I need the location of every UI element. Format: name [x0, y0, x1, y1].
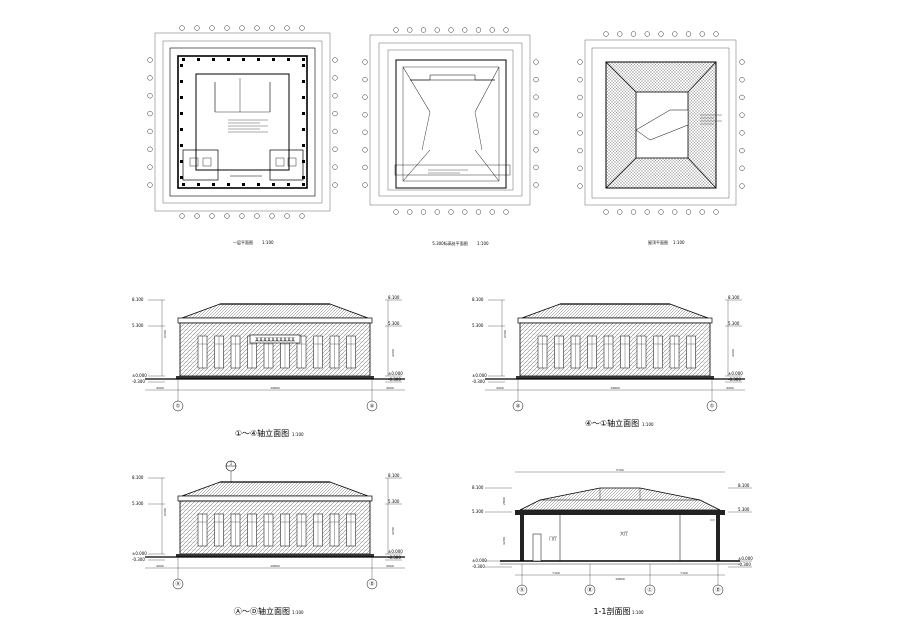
svg-text:Ⓐ: Ⓐ [519, 587, 524, 594]
svg-text:4000: 4000 [156, 564, 164, 568]
svg-text:±0.000: ±0.000 [388, 371, 403, 376]
svg-text:8.100: 8.100 [728, 295, 740, 300]
svg-text:2800: 2800 [502, 497, 506, 505]
plan-2-title: 5.300标高处平面图 [432, 240, 467, 246]
svg-text:19800: 19800 [270, 564, 280, 568]
svg-text:-0.300: -0.300 [472, 564, 485, 569]
svg-text:①: ① [176, 404, 181, 410]
plan-level-5300 [362, 27, 539, 215]
svg-text:4000: 4000 [156, 386, 164, 390]
svg-text:6300: 6300 [503, 330, 507, 338]
svg-text:-0.300: -0.300 [388, 555, 401, 560]
svg-text:5.300: 5.300 [728, 321, 740, 326]
svg-text:±0.000: ±0.000 [472, 373, 487, 378]
section-1-1 [500, 487, 740, 565]
svg-text:-0.300: -0.300 [132, 557, 145, 562]
elevation-1-scale: 1:100 [292, 432, 304, 437]
svg-text:4000: 4000 [386, 386, 394, 390]
plan-roof [577, 31, 745, 215]
svg-text:7100: 7100 [552, 571, 560, 575]
svg-text:-0.300: -0.300 [472, 379, 485, 384]
svg-text:7100: 7100 [680, 571, 688, 575]
svg-text:8.100: 8.100 [388, 295, 400, 300]
section-1-1-scale: 1:100 [632, 610, 644, 615]
svg-text:8.100: 8.100 [472, 297, 484, 302]
plan-3-title: 屋顶平面图 [648, 239, 668, 245]
section-1-1-title: 1-1剖面图 [593, 606, 630, 616]
svg-text:-0.300: -0.300 [132, 379, 145, 384]
svg-text:5.300: 5.300 [388, 499, 400, 504]
section-side-room-label: 门厅 [549, 535, 557, 541]
svg-text:5.300: 5.300 [472, 509, 484, 514]
svg-text:Ⓓ: Ⓓ [369, 581, 374, 588]
elevation-2-scale: 1:100 [642, 422, 654, 427]
svg-text:4200: 4200 [502, 537, 506, 545]
svg-text:19800: 19800 [615, 577, 625, 581]
plan-1-title: 一层平面图 [233, 239, 253, 245]
svg-text:④: ④ [370, 404, 375, 410]
svg-text:Ⓒ: Ⓒ [647, 587, 652, 594]
svg-text:8.100: 8.100 [132, 475, 144, 480]
svg-text:5.300: 5.300 [132, 323, 144, 328]
svg-text:-0.300: -0.300 [738, 562, 751, 567]
svg-text:±0.000: ±0.000 [728, 371, 743, 376]
svg-text:8.100: 8.100 [388, 473, 400, 478]
elevation-1-title: ①～④轴立面图 [235, 428, 289, 438]
svg-text:Ⓐ: Ⓐ [175, 581, 180, 588]
svg-text:④: ④ [516, 404, 521, 410]
svg-text:4000: 4000 [386, 564, 394, 568]
plan-ground-floor [147, 25, 338, 219]
detail-callout-number: 1 [230, 461, 233, 466]
section-hall-label: 大厅 [620, 530, 628, 536]
svg-text:±0.000: ±0.000 [472, 558, 487, 563]
plan-1-scale: 1:100 [262, 240, 274, 245]
svg-text:±0.000: ±0.000 [132, 551, 147, 556]
svg-text:4200: 4200 [731, 349, 735, 357]
svg-text:±0.000: ±0.000 [738, 556, 753, 561]
svg-text:19800: 19800 [270, 386, 280, 390]
svg-text:5700: 5700 [616, 468, 624, 472]
svg-text:±0.000: ±0.000 [132, 373, 147, 378]
svg-text:Ⓓ: Ⓓ [715, 587, 720, 594]
svg-text:6300: 6300 [163, 330, 167, 338]
svg-text:Ⓑ: Ⓑ [587, 587, 592, 594]
svg-text:5.300: 5.300 [132, 501, 144, 506]
svg-text:4200: 4200 [391, 349, 395, 357]
elevation-3-title: Ⓐ～Ⓓ轴立面图 [234, 606, 290, 616]
svg-text:4000: 4000 [496, 386, 504, 390]
svg-text:6300: 6300 [163, 508, 167, 516]
svg-text:5.300: 5.300 [472, 323, 484, 328]
svg-text:4000: 4000 [726, 386, 734, 390]
plan-2-scale: 1:100 [477, 241, 489, 246]
svg-text:19800: 19800 [610, 386, 620, 390]
elevation-3-scale: 1:100 [292, 610, 304, 615]
svg-text:8.100: 8.100 [132, 297, 144, 302]
svg-text:8.100: 8.100 [472, 485, 484, 490]
plan-3-scale: 1:100 [673, 240, 685, 245]
entrance-sign-plate [249, 334, 301, 344]
svg-text:-0.300: -0.300 [728, 377, 741, 382]
svg-text:-0.300: -0.300 [388, 377, 401, 382]
svg-text:5.300: 5.300 [738, 507, 750, 512]
entrance-sign-text: 某某某某某某某某某某 [255, 336, 295, 342]
elevation-2-title: ④～①轴立面图 [585, 418, 639, 428]
svg-text:5.300: 5.300 [388, 321, 400, 326]
svg-text:8.100: 8.100 [738, 483, 750, 488]
svg-text:±0.000: ±0.000 [388, 549, 403, 554]
svg-text:4200: 4200 [391, 527, 395, 535]
svg-text:①: ① [710, 404, 715, 410]
